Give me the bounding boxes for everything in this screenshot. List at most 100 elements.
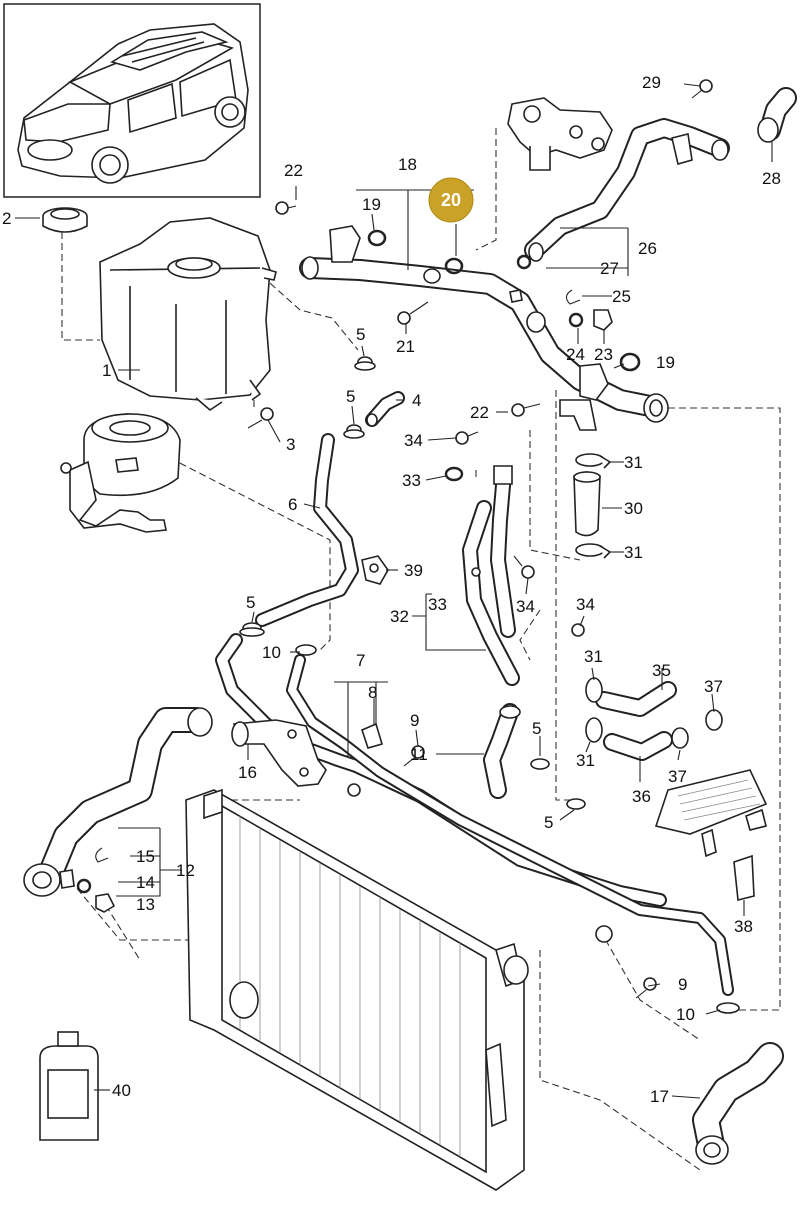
hose-clamp-10a <box>295 644 317 656</box>
callout-36: 36 <box>632 787 651 806</box>
screw-22b <box>511 403 541 417</box>
hose-clamp-31d <box>585 717 603 743</box>
screw-29 <box>691 79 713 99</box>
hose-clamp-5a <box>354 356 376 371</box>
o-ring-27 <box>516 254 532 270</box>
hose-clamp-31b <box>575 543 612 559</box>
callout-5-upper: 5 <box>356 325 365 344</box>
callout-28: 28 <box>762 169 781 188</box>
callouts: 2 1 3 4 5 5 6 5 10 7 8 9 11 12 15 14 13 … <box>2 73 781 1106</box>
callout-22-upper: 22 <box>284 161 303 180</box>
o-ring-14 <box>76 878 92 894</box>
clip-25 <box>565 289 581 305</box>
highlighted-callout[interactable]: 20 <box>428 177 474 223</box>
vehicle-thumbnail <box>3 3 261 198</box>
hose-clamp-5b <box>343 424 365 439</box>
callout-34-b: 34 <box>516 597 535 616</box>
callout-32: 32 <box>390 607 409 626</box>
callout-7: 7 <box>356 651 365 670</box>
callout-38: 38 <box>734 917 753 936</box>
oil-cooler <box>654 769 768 858</box>
callout-5-bottom: 5 <box>544 813 553 832</box>
hose-clamp-10b <box>716 1002 740 1014</box>
callout-5-right: 5 <box>532 719 541 738</box>
screw-34a <box>455 431 479 445</box>
callout-27: 27 <box>600 259 619 278</box>
filler-cap <box>42 207 88 233</box>
callout-26: 26 <box>638 239 657 258</box>
radiator <box>185 788 529 1191</box>
callout-18: 18 <box>398 155 417 174</box>
callout-17: 17 <box>650 1087 669 1106</box>
callout-15: 15 <box>136 847 155 866</box>
callout-9-upper: 9 <box>410 711 419 730</box>
o-ring-19b <box>619 352 641 372</box>
callout-9-lower: 9 <box>678 975 687 994</box>
expansion-tank <box>99 217 277 412</box>
hose-26 <box>524 118 730 262</box>
callout-30: 30 <box>624 499 643 518</box>
callout-4: 4 <box>412 391 421 410</box>
screw-21 <box>397 301 429 325</box>
callout-40: 40 <box>112 1081 131 1100</box>
hose-clamp-31c <box>585 677 603 703</box>
o-ring-24 <box>568 312 584 328</box>
callout-2: 2 <box>2 209 11 228</box>
coolant-bottle <box>39 1031 99 1141</box>
callout-23: 23 <box>594 345 613 364</box>
hose-6 <box>255 433 359 627</box>
callout-5-mid: 5 <box>346 387 355 406</box>
callout-3: 3 <box>286 435 295 454</box>
callout-31-c: 31 <box>584 647 603 666</box>
callout-33-a: 33 <box>402 471 421 490</box>
hose-clamp-37a <box>705 709 723 731</box>
hose-clamp-31a <box>575 453 612 469</box>
sensor-13 <box>95 893 116 913</box>
callout-25: 25 <box>612 287 631 306</box>
callout-10-left: 10 <box>262 643 281 662</box>
reservoir-assembly <box>60 413 181 533</box>
screw-9b <box>635 977 657 999</box>
leader-lines <box>15 83 773 1099</box>
sensor-23 <box>593 309 613 331</box>
reference-lines <box>61 128 781 1171</box>
callout-35: 35 <box>652 661 671 680</box>
o-ring-33 <box>444 466 464 482</box>
bracket-39 <box>361 555 389 585</box>
hose-12 <box>23 707 213 897</box>
callout-29: 29 <box>642 73 661 92</box>
highlight-badge[interactable] <box>428 177 474 223</box>
pipe-32 <box>462 465 520 686</box>
callout-33-b: 33 <box>428 595 447 614</box>
callout-6: 6 <box>288 495 297 514</box>
screw-34b <box>513 555 535 579</box>
callout-10-right: 10 <box>676 1005 695 1024</box>
callout-34-a: 34 <box>404 431 423 450</box>
callout-22-lower: 22 <box>470 403 489 422</box>
callout-8: 8 <box>368 683 377 702</box>
o-ring-20 <box>444 257 464 275</box>
callout-34-c: 34 <box>576 595 595 614</box>
callout-20[interactable]: 20 <box>441 190 461 210</box>
callout-19-right: 19 <box>656 353 675 372</box>
hose-4 <box>365 391 405 427</box>
flange-16 <box>231 719 327 787</box>
clip-8 <box>361 722 383 749</box>
hose-clamp-5d <box>530 758 550 770</box>
o-ring-19a <box>367 229 387 247</box>
coolant-pipe-18 <box>299 225 669 431</box>
screw-22a <box>275 201 297 215</box>
hose-17 <box>692 1042 784 1165</box>
hose-30 <box>573 471 601 537</box>
hose-clamp-5e <box>566 798 586 810</box>
pipe-7 <box>215 633 734 996</box>
callout-37-a: 37 <box>704 677 723 696</box>
screw-34c <box>571 623 585 637</box>
screw-3 <box>247 407 274 429</box>
callout-11: 11 <box>410 745 428 764</box>
bracket-38 <box>733 854 755 901</box>
callout-24: 24 <box>566 345 585 364</box>
callout-21: 21 <box>396 337 415 356</box>
hose-clamp-37b <box>671 727 689 749</box>
callout-16: 16 <box>238 763 257 782</box>
